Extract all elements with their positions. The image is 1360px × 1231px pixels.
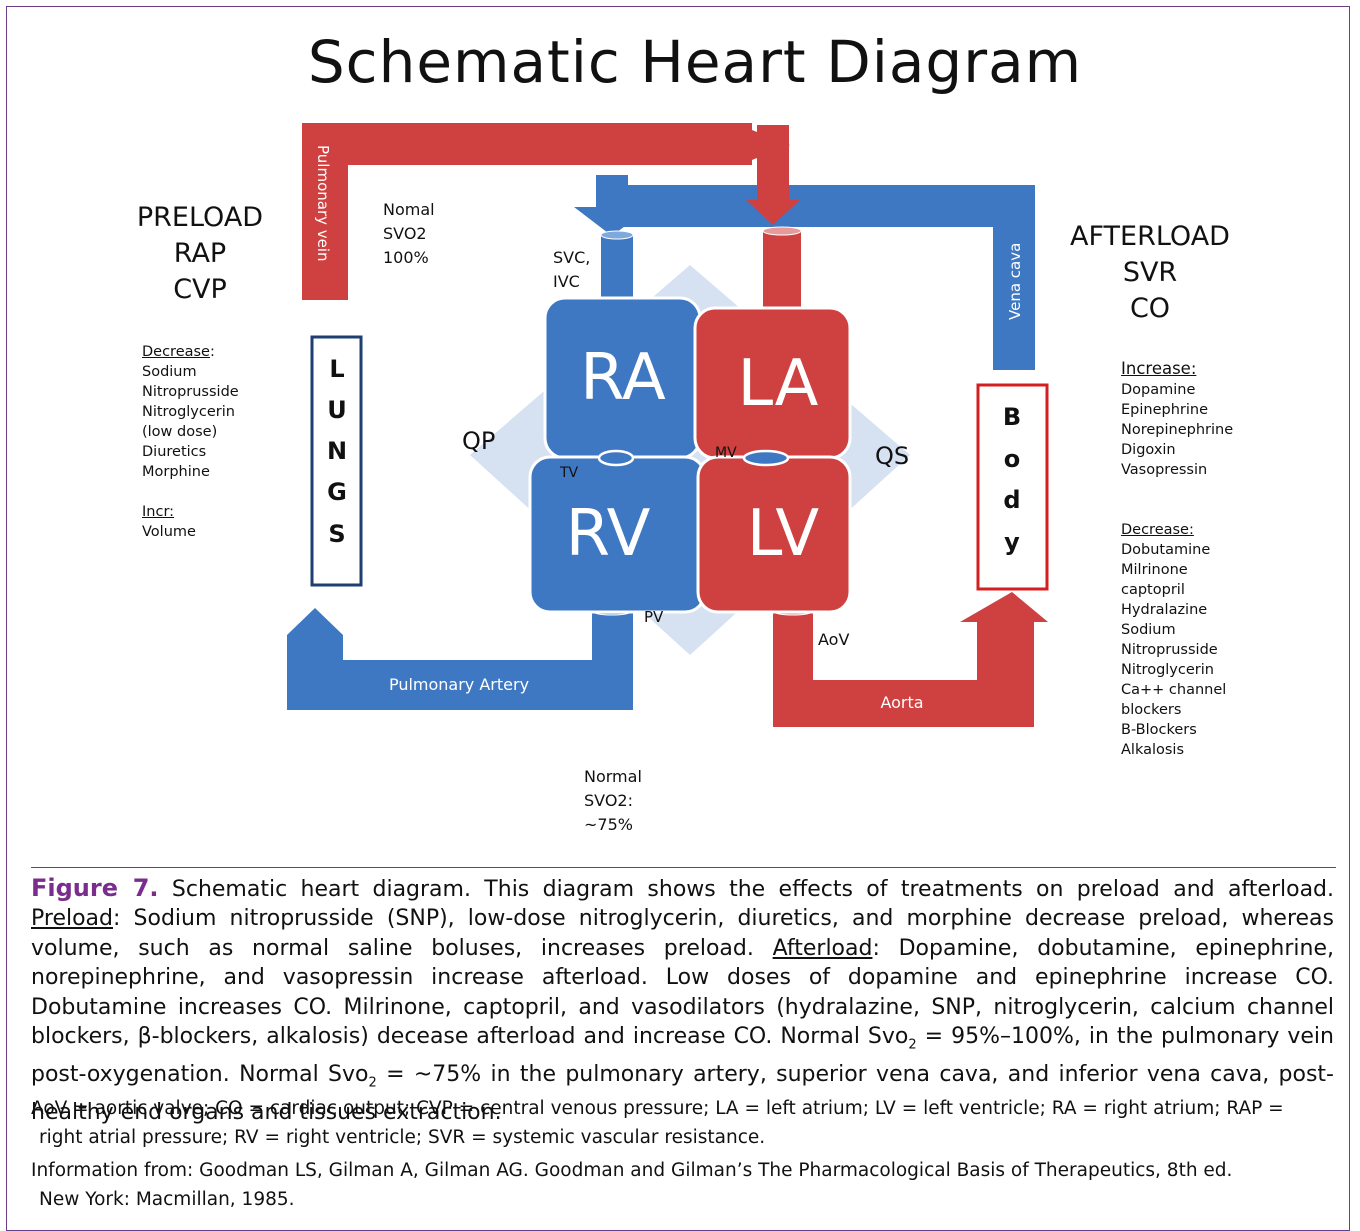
preload-term: Preload (31, 906, 113, 932)
afterload-heading: AFTERLOAD SVR CO (1066, 219, 1234, 327)
body-letter-y: y (1004, 528, 1020, 556)
pulmonary-vein-pipe (302, 123, 752, 300)
preload-incr-label: Incr: (142, 504, 175, 520)
preload-heading: PRELOAD RAP CVP (130, 200, 270, 308)
afterload-heading-line: AFTERLOAD (1070, 221, 1230, 252)
qs-label: QS (875, 442, 909, 470)
list-item: B-Blockers (1121, 722, 1197, 738)
list-item: Nitroprusside (142, 384, 239, 400)
list-item: Diuretics (142, 444, 207, 460)
qp-label: QP (462, 427, 495, 455)
list-item: Epinephrine (1121, 402, 1208, 418)
list-item: Alkalosis (1121, 742, 1185, 758)
source-note: Information from: Goodman LS, Gilman A, … (31, 1160, 1233, 1210)
list-item: Vasopressin (1121, 462, 1208, 478)
pulmonary-artery-pipe (287, 608, 633, 710)
preload-heading-line: CVP (173, 274, 227, 305)
afterload-decrease-label: Decrease: (1121, 522, 1194, 538)
preload-heading-line: PRELOAD (136, 202, 264, 233)
la-inflow-pipe (763, 230, 801, 315)
la-label: LA (738, 347, 819, 421)
lungs-letter-n: N (327, 437, 347, 465)
tricuspid-valve (597, 449, 635, 467)
svc-ivc-opening (600, 230, 634, 240)
list-item: Ca++ channel (1121, 682, 1227, 698)
list-item: Norepinephrine (1121, 422, 1234, 438)
list-item: Nitroprusside (1121, 642, 1218, 658)
tv-label: TV (559, 465, 579, 481)
afterload-increase-list: Increase: Dopamine Epinephrine Norepinep… (1121, 358, 1261, 480)
pv-label: PV (644, 608, 664, 626)
preload-heading-line: RAP (173, 238, 227, 269)
diagram-title: Schematic Heart Diagram (307, 28, 1083, 96)
afterload-heading-line: SVR (1122, 257, 1178, 288)
list-item: Dobutamine (1121, 542, 1211, 558)
lungs-letter-l: L (329, 355, 344, 383)
afterload-heading-line: CO (1129, 293, 1171, 324)
lungs-letter-u: U (327, 396, 347, 424)
rv-label: RV (566, 497, 651, 571)
nomal-svo2-label: Nomal SVO2 100% (383, 200, 435, 267)
list-item: blockers (1121, 702, 1182, 718)
list-item: Dopamine (1121, 382, 1196, 398)
afterload-increase-label: Increase: (1121, 359, 1197, 378)
list-item: (low dose) (142, 424, 218, 440)
lungs-letter-g: G (327, 478, 347, 506)
vena-cava-label: Vena cava (1006, 243, 1024, 320)
figure-caption: Figure 7. Schematic heart diagram. This … (31, 874, 1335, 1125)
body-box (976, 383, 1049, 591)
ra-label: RA (580, 341, 666, 415)
caption-divider (31, 867, 1336, 868)
afterload-term: Afterload (772, 935, 873, 961)
pulmonary-vein-label: Pulmonary vein (314, 145, 332, 262)
aorta-label: Aorta (880, 693, 923, 712)
la-inflow-opening (762, 226, 802, 236)
body-letter-b: B (1003, 403, 1021, 431)
list-item: Sodium (142, 364, 197, 380)
heart-diagram: Pulmonary vein Vena cava RA LA RV LV TV … (287, 123, 1049, 727)
list-item: Hydralazine (1121, 602, 1208, 618)
list-item: Volume (142, 524, 196, 540)
list-item: Sodium (1121, 622, 1176, 638)
abbreviations-note: AoV = aortic valve; CO = cardiac output;… (31, 1098, 1284, 1148)
afterload-decrease-list: Decrease: Dobutamine Milrinone captopril… (1121, 520, 1261, 760)
list-item: Milrinone (1121, 562, 1188, 578)
svc-ivc-label: SVC, IVC (553, 248, 591, 291)
la-inflow-arrow (746, 125, 800, 225)
lungs-letter-s: S (328, 520, 345, 548)
lungs-box (310, 335, 363, 587)
body-letter-o: o (1004, 445, 1021, 473)
figure-label: Figure 7. (31, 874, 159, 902)
vena-cava-arrow (574, 175, 650, 236)
normal-svo2-bottom: Normal SVO2: ~75% (584, 767, 642, 834)
preload-list: Decrease: Sodium Nitroprusside Nitroglyc… (142, 342, 272, 542)
list-item: Nitroglycerin (1121, 662, 1214, 678)
list-item: Nitroglycerin (142, 404, 235, 420)
list-item: Morphine (142, 464, 210, 480)
vena-cava-pipe (612, 185, 1035, 370)
preload-decrease-label: Decrease: (142, 344, 215, 360)
mv-label: MV (715, 445, 737, 461)
list-item: Digoxin (1121, 442, 1176, 458)
mitral-valve (742, 449, 790, 467)
pulmonary-artery-label: Pulmonary Artery (389, 675, 529, 694)
list-item: captopril (1121, 582, 1185, 598)
body-letter-d: d (1003, 486, 1020, 514)
aorta-pipe (773, 592, 1048, 727)
lv-label: LV (747, 497, 820, 571)
aov-label: AoV (818, 630, 849, 649)
